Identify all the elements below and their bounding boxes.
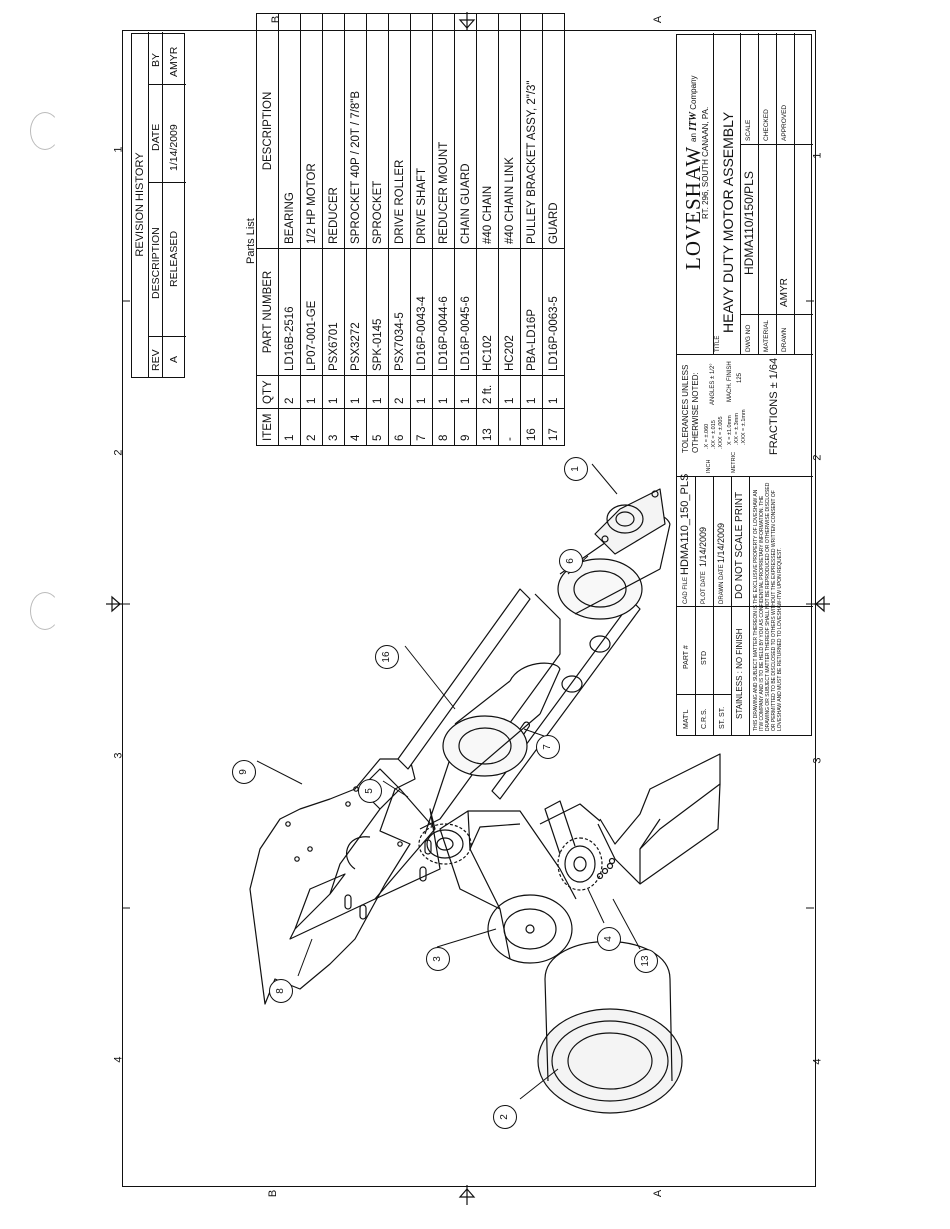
- sprocket-part: [418, 823, 472, 865]
- punch-hole: [30, 112, 60, 150]
- item-balloon: 13: [634, 949, 658, 973]
- item-balloon: 7: [536, 735, 560, 759]
- item-balloon: 16: [375, 645, 399, 669]
- balloon-number: 3: [432, 956, 443, 962]
- item-balloon: 9: [232, 760, 256, 784]
- pulley-bracket-part: [397, 588, 561, 835]
- reducer-part: [439, 803, 601, 964]
- item-balloon: 3: [426, 947, 450, 971]
- sprocket-part: [544, 800, 603, 891]
- reducer-mount-part: [289, 768, 441, 940]
- item-balloon: 2: [493, 1105, 517, 1129]
- chain-guard-part: [249, 758, 416, 1005]
- item-balloon: 5: [358, 779, 382, 803]
- balloon-number: 6: [565, 558, 576, 564]
- drive-roller-part: [442, 662, 561, 777]
- balloon-number: 9: [238, 769, 249, 775]
- guard-part: [597, 753, 721, 885]
- balloon-number: 1: [570, 466, 581, 472]
- motor-part: [537, 941, 683, 1114]
- balloon-number: 5: [364, 788, 375, 794]
- item-balloon: 6: [559, 549, 583, 573]
- bearing-part: [594, 488, 666, 555]
- punch-hole: [30, 592, 60, 630]
- balloon-number: 2: [499, 1114, 510, 1120]
- item-balloon: 4: [597, 927, 621, 951]
- item-balloon: 8: [269, 979, 293, 1003]
- drawing-border: [122, 30, 816, 1187]
- balloon-number: 4: [603, 936, 614, 942]
- balloon-number: 13: [640, 955, 651, 967]
- balloon-number: 7: [542, 744, 553, 750]
- drive-shaft-part: [491, 600, 641, 800]
- balloon-number: 16: [381, 651, 392, 663]
- chain-part: [596, 857, 616, 880]
- balloon-number: 8: [275, 988, 286, 994]
- item-balloon: 1: [564, 457, 588, 481]
